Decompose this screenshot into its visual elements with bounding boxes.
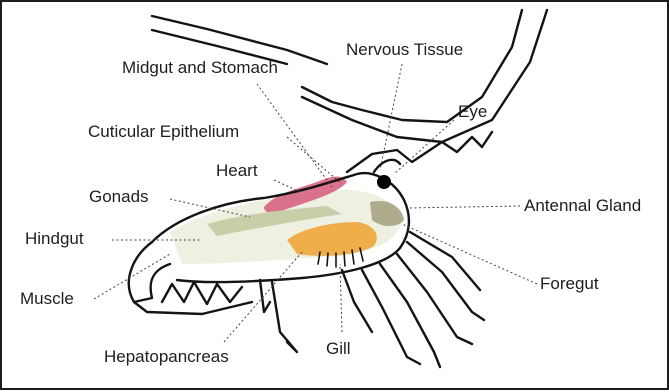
leader-muscle — [94, 254, 170, 299]
rostrum — [347, 132, 492, 172]
label-foregut: Foregut — [540, 274, 599, 294]
leader-heart — [274, 180, 300, 192]
leg-2 — [362, 270, 420, 364]
leg-3 — [380, 264, 440, 367]
eye-dot — [377, 175, 391, 189]
label-hepatopancreas: Hepatopancreas — [104, 347, 229, 367]
swimmeret-1 — [260, 280, 270, 312]
leg-6 — [410, 232, 480, 290]
label-gonads: Gonads — [89, 187, 149, 207]
label-midgut-stomach: Midgut and Stomach — [122, 58, 278, 78]
abdomen-outline — [129, 242, 170, 302]
label-hindgut: Hindgut — [25, 229, 84, 249]
leader-eye — [394, 120, 454, 174]
label-heart: Heart — [216, 161, 258, 181]
eye-stalk — [374, 160, 400, 172]
tail-lower — [134, 302, 252, 314]
leader-gill — [340, 264, 342, 332]
leader-midgut — [257, 84, 332, 187]
label-cuticular-epithelium: Cuticular Epithelium — [88, 122, 239, 142]
label-nervous-tissue: Nervous Tissue — [346, 40, 463, 60]
label-eye: Eye — [458, 102, 487, 122]
tail-fan — [162, 282, 242, 304]
label-gill: Gill — [326, 339, 351, 359]
antenna-top-left — [152, 16, 327, 64]
leader-antennal — [407, 206, 520, 208]
leader-nervous — [380, 64, 402, 170]
leader-hepatopancreas — [224, 252, 302, 342]
antenna-long-right — [302, 10, 522, 122]
swimmeret-2 — [272, 282, 297, 352]
label-antennal-gland: Antennal Gland — [524, 196, 641, 216]
label-muscle: Muscle — [20, 289, 74, 309]
